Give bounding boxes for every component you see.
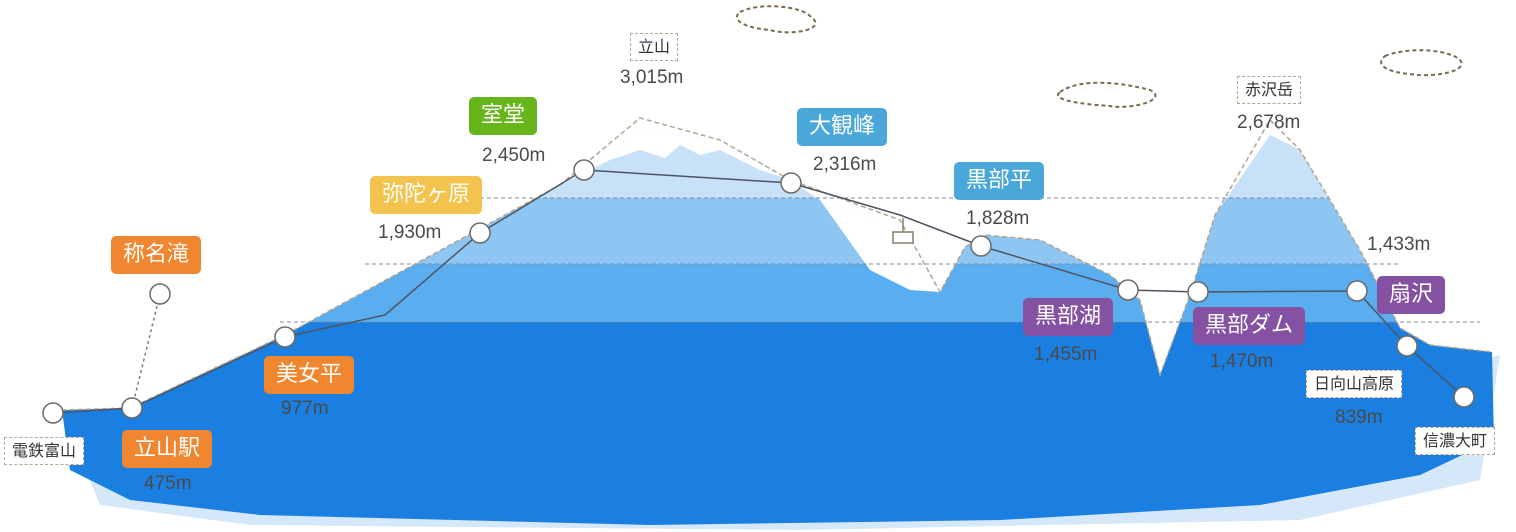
ridge-outline — [61, 117, 1493, 411]
elevation-hinatayama-kogen: 839m — [1335, 407, 1383, 428]
marker-dentetsu-toyama — [42, 402, 64, 424]
label-shinano-omachi: 信濃大町 — [1415, 427, 1496, 455]
marker-shomyo-falls — [149, 283, 171, 305]
marker-murodo — [573, 159, 595, 181]
elevation-kurobe-dam: 1,470m — [1210, 351, 1274, 372]
label-kurobe-dam: 黒部ダム — [1193, 307, 1306, 345]
label-murodo: 室堂 — [469, 97, 538, 135]
marker-kurobedaira — [970, 235, 992, 257]
band-light — [62, 198, 1494, 266]
marker-kurobe-lake — [1117, 279, 1139, 301]
elevation-daikanbo: 2,316m — [813, 154, 877, 175]
marker-tateyama-station — [121, 397, 143, 419]
label-tateyama-peak: 立山 — [630, 33, 679, 61]
station-markers — [42, 159, 1475, 424]
label-hinatayama-kogen: 日向山高原 — [1306, 370, 1403, 398]
elevation-tateyama-peak: 3,015m — [620, 67, 684, 88]
label-bijodaira: 美女平 — [264, 356, 355, 394]
marker-midagahara — [469, 222, 491, 244]
shomyo-branch — [131, 293, 161, 409]
marker-ogizawa — [1346, 280, 1368, 302]
elevation-bijodaira: 977m — [281, 398, 329, 419]
altitude-lines — [280, 197, 1480, 323]
label-tateyama-station: 立山駅 — [122, 430, 213, 468]
label-dentetsu-toyama: 電鉄富山 — [4, 437, 85, 465]
marker-daikanbo — [780, 172, 802, 194]
elevation-ogizawa: 1,433m — [1367, 234, 1431, 255]
band-dark — [62, 322, 1494, 525]
gondola-icon — [892, 218, 914, 244]
elevation-kurobedaira: 1,828m — [966, 208, 1030, 229]
label-kurobedaira: 黒部平 — [954, 162, 1045, 200]
elevation-akazawadake-peak: 2,678m — [1237, 112, 1301, 133]
marker-hinatayama — [1396, 335, 1418, 357]
label-ogizawa: 扇沢 — [1377, 276, 1446, 314]
label-kurobe-lake: 黒部湖 — [1023, 298, 1114, 336]
elevation-tateyama-station: 475m — [144, 473, 192, 494]
label-daikanbo: 大観峰 — [797, 108, 888, 146]
elevation-kurobe-lake: 1,455m — [1034, 344, 1098, 365]
label-akazawadake-peak: 赤沢岳 — [1237, 76, 1302, 104]
marker-bijodaira — [274, 326, 296, 348]
elevation-midagahara: 1,930m — [378, 222, 442, 243]
label-midagahara: 弥陀ヶ原 — [370, 176, 483, 214]
label-shomyo-falls: 称名滝 — [111, 236, 202, 274]
route-line — [52, 169, 1465, 414]
elevation-murodo: 2,450m — [482, 145, 546, 166]
marker-kurobe-dam — [1187, 281, 1209, 303]
marker-shinano-omachi — [1453, 386, 1475, 408]
cloud-icon — [735, 5, 1463, 108]
snow-tateyama — [560, 130, 790, 185]
